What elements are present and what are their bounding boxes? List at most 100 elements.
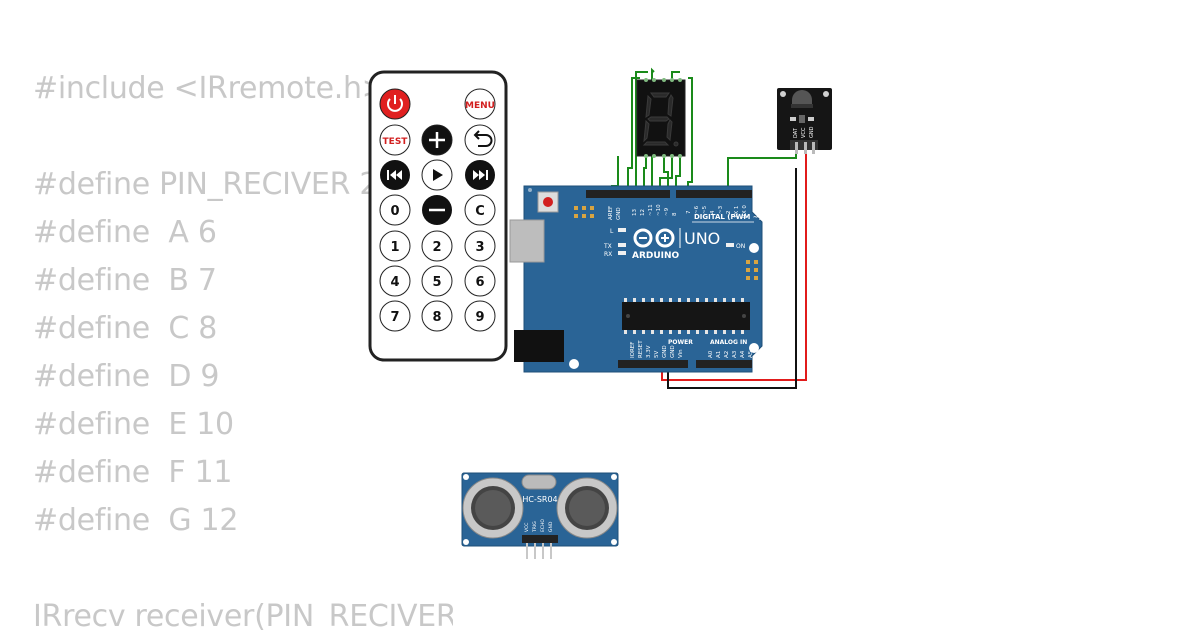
led-label-l: L: [610, 228, 614, 235]
wire-seg-g[interactable]: [663, 156, 669, 192]
led-label-tx: TX: [603, 243, 612, 250]
remote-test-button[interactable]: TEST: [379, 124, 411, 156]
remote-key-2[interactable]: 2: [421, 230, 453, 262]
code-line: #define G 12: [33, 503, 239, 538]
ultrasonic-sensor[interactable]: HC-SR04 VCC TRIG ECHO GND: [461, 472, 619, 559]
pin-10: ~10: [656, 204, 662, 216]
wire-seg-e[interactable]: [687, 77, 693, 192]
remote-key-7[interactable]: 7: [379, 300, 411, 332]
sensor-pin-trig: TRIG: [532, 521, 538, 533]
pin-tx: TX 1: [734, 206, 740, 219]
model-label: UNO: [684, 229, 720, 248]
remote-c-button[interactable]: C: [464, 194, 496, 226]
pin-6: ~6: [694, 205, 700, 214]
pin-12: 12: [640, 209, 646, 216]
digital-header-right: [676, 190, 752, 198]
remote-minus-button[interactable]: [422, 195, 452, 225]
remote-key-6[interactable]: 6: [464, 265, 496, 297]
code-line: #include <IRremote.h>: [33, 71, 387, 106]
analog-pin-labels: A0 A1 A2 A3 A4 A5: [708, 350, 754, 358]
pin-9: ~9: [664, 207, 670, 216]
sensor-pin-labels: VCC TRIG ECHO GND: [524, 519, 554, 533]
led-label-rx: RX: [604, 251, 612, 258]
code-line: #define D 9: [33, 359, 220, 394]
arduino-logo-icon: [633, 228, 675, 248]
transducer-left: [462, 477, 524, 539]
code-line: #define B 7: [33, 263, 217, 298]
pin-a0: A0: [708, 350, 714, 358]
pin-8: 8: [672, 212, 678, 216]
key-6-label: 6: [475, 275, 484, 290]
wire-gnd[interactable]: [667, 168, 797, 389]
remote-key-3[interactable]: 3: [464, 230, 496, 262]
key-1-label: 1: [390, 240, 399, 255]
code-line: IRrecv receiver(PIN_RECIVER);: [33, 599, 453, 630]
wire-seg-d[interactable]: [659, 71, 680, 192]
code-line: #define A 6: [33, 215, 217, 250]
wire-seg-b[interactable]: [635, 71, 648, 192]
pin-a3: A3: [732, 350, 738, 358]
ir-pin-headers: [795, 142, 815, 154]
brand-label: ARDUINO: [632, 251, 680, 261]
transducer-right: [556, 477, 618, 539]
remote-key-4[interactable]: 4: [379, 265, 411, 297]
pin-ioref: IOREF: [630, 342, 636, 358]
ir-remote[interactable]: MENU TEST: [368, 70, 508, 362]
remote-prev-button[interactable]: [380, 160, 410, 190]
remote-key-5[interactable]: 5: [421, 265, 453, 297]
led-label-on: ON: [736, 243, 745, 250]
power-pin-labels: IOREF RESET 3.3V 5V GND GND Vin: [630, 340, 684, 358]
reset-button[interactable]: [537, 191, 559, 213]
usb-port: [509, 219, 545, 263]
arduino-uno-board[interactable]: AREF GND 13 12 ~11 ~10 ~9 8 7 ~6 ~5 4 ~3…: [509, 185, 763, 373]
remote-next-button[interactable]: [465, 160, 495, 190]
next-icon: [473, 170, 488, 180]
digital-pin-labels: AREF GND 13 12 ~11 ~10 ~9 8 7 ~6 ~5 4 ~3…: [608, 204, 748, 220]
pin-gnd-2: GND: [670, 345, 676, 358]
remote-power-button[interactable]: [379, 88, 411, 120]
power-header: [618, 360, 688, 368]
remote-menu-button[interactable]: MENU: [464, 88, 496, 120]
analog-header: [696, 360, 752, 368]
seven-seg-pins: [644, 78, 682, 158]
sensor-pin-vcc: VCC: [524, 523, 530, 532]
wire-seg-f[interactable]: [643, 156, 647, 192]
wire-seg-h[interactable]: [675, 156, 681, 192]
key-c-label: C: [475, 204, 485, 219]
pin-vin: Vin: [678, 349, 684, 358]
code-line: #define F 11: [33, 455, 233, 490]
seven-segment-display[interactable]: [636, 78, 686, 158]
remote-zero-button[interactable]: 0: [379, 194, 411, 226]
code-line: #define C 8: [33, 311, 218, 346]
play-icon: [433, 169, 443, 181]
segments: [642, 92, 679, 147]
pin-3v3: 3.3V: [646, 345, 652, 358]
sensor-label: HC-SR04: [522, 495, 557, 504]
key-8-label: 8: [432, 310, 441, 325]
remote-key-1[interactable]: 1: [379, 230, 411, 262]
ir-pin-vcc: VCC: [801, 127, 807, 138]
plus-icon: [429, 132, 445, 148]
remote-key-9[interactable]: 9: [464, 300, 496, 332]
ir-receiver-module[interactable]: DAT VCC GND: [777, 88, 832, 154]
key-9-label: 9: [475, 310, 484, 325]
pin-rx: RX 0: [742, 205, 748, 218]
pin-aref: AREF: [608, 206, 614, 220]
pin-7: 7: [686, 210, 692, 214]
code-editor-background: #include <IRremote.h>#define PIN_RECIVER…: [33, 65, 453, 630]
pin-gnd: GND: [616, 207, 622, 220]
key-2-label: 2: [432, 240, 441, 255]
digital-header-left: [586, 190, 670, 198]
remote-play-button[interactable]: [421, 159, 453, 191]
key-4-label: 4: [390, 275, 399, 290]
key-3-label: 3: [475, 240, 484, 255]
power-icon: [387, 95, 403, 112]
remote-back-button[interactable]: [464, 124, 496, 156]
pin-reset: RESET: [638, 340, 644, 358]
wire-seg-a[interactable]: [627, 77, 640, 192]
sensor-pin-echo: ECHO: [540, 519, 546, 532]
pin-a1: A1: [716, 351, 722, 358]
remote-key-8[interactable]: 8: [421, 300, 453, 332]
code-line: #define E 10: [33, 407, 234, 442]
remote-plus-button[interactable]: [421, 124, 453, 156]
